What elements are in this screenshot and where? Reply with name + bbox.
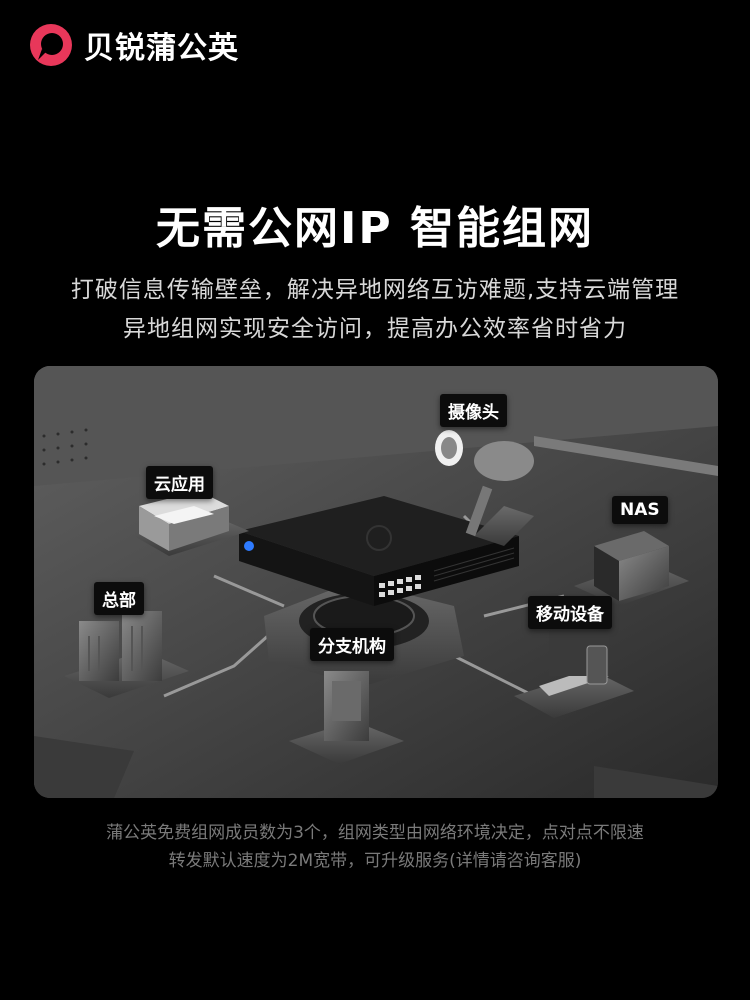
network-scene-graphic xyxy=(34,366,718,798)
subtitle-line-2: 异地组网实现安全访问，提高办公效率省时省力 xyxy=(123,316,627,342)
network-illustration: 摄像头 云应用 NAS 总部 分支机构 移动设备 xyxy=(34,366,718,798)
page-title: 无需公网IP 智能组网 xyxy=(156,203,594,254)
camera-label: 摄像头 xyxy=(440,394,507,427)
headquarters-label: 总部 xyxy=(94,582,144,615)
mobile-devices-label: 移动设备 xyxy=(528,596,612,629)
footnote-line-1: 蒲公英免费组网成员数为3个，组网类型由网络环境决定，点对点不限速 xyxy=(106,823,644,843)
branch-office-label: 分支机构 xyxy=(310,628,394,661)
subtitle-line-1: 打破信息传输壁垒，解决异地网络互访难题,支持云端管理 xyxy=(70,277,680,303)
dandelion-logo-icon xyxy=(28,22,74,68)
nas-label: NAS xyxy=(612,496,668,524)
brand: 贝锐蒲公英 xyxy=(28,22,239,68)
footnote-line-2: 转发默认速度为2M宽带，可升级服务(详情请咨询客服) xyxy=(168,851,582,871)
brand-name: 贝锐蒲公英 xyxy=(84,31,239,66)
cloud-app-label: 云应用 xyxy=(146,466,213,499)
